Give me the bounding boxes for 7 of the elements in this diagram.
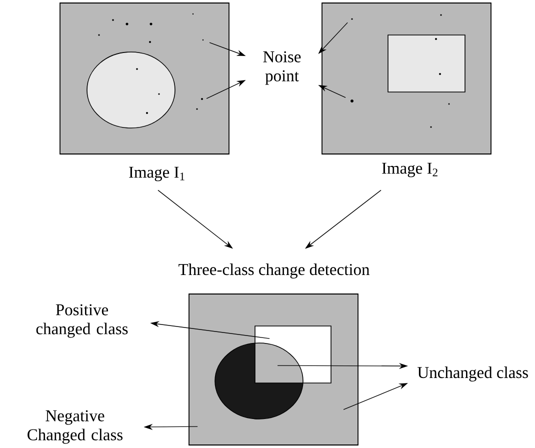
class-label: Negative Changed class: [28, 410, 123, 444]
process-label: Three-class change detection: [178, 264, 370, 278]
class-label: Positive changed class: [36, 304, 128, 338]
image-caption: Image I$_{1}$: [129, 166, 184, 182]
image-caption: Image I$_{2}$: [382, 162, 438, 178]
class-label: Unchanged class: [418, 366, 528, 382]
callout-text: Noise point: [263, 51, 301, 85]
